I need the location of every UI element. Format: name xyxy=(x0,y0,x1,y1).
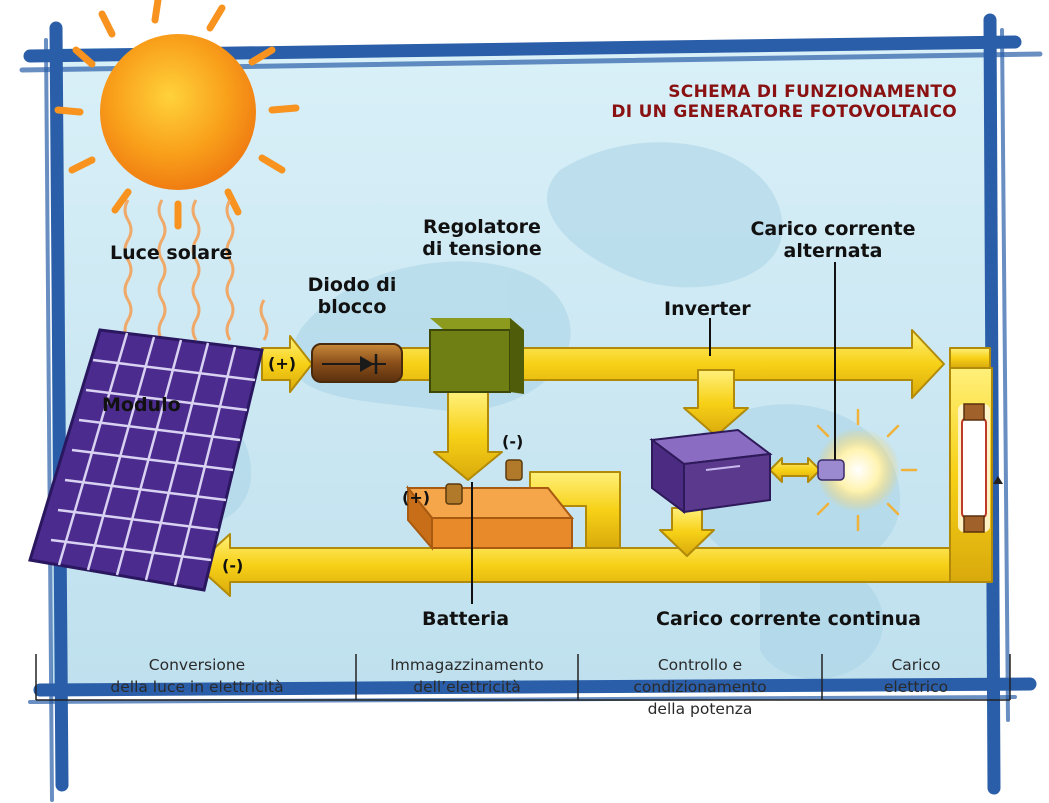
label-carico-corrente-continua: Carico corrente continua xyxy=(656,608,921,630)
phase-line: Carico xyxy=(891,656,941,674)
battery xyxy=(405,459,575,551)
label-diodo-line-2: blocco xyxy=(317,296,387,318)
title-line-1: SCHEMA DI FUNZIONAMENTO xyxy=(668,82,957,102)
label-carico-corrente-alternata: Carico corrente alternata xyxy=(728,218,938,262)
title-line-2: DI UN GENERATORE FOTOVOLTAICO xyxy=(611,102,957,122)
diagram-title: SCHEMA DI FUNZIONAMENTO DI UN GENERATORE… xyxy=(611,82,957,122)
label-regolatore-di-tensione: Regolatore di tensione xyxy=(412,216,552,260)
phase-line: dell’elettricità xyxy=(413,678,521,696)
phase-bracket xyxy=(35,654,1011,701)
sign-module-plus: (+) xyxy=(268,354,297,373)
label-regolatore-line-1: Regolatore xyxy=(423,216,541,238)
label-inverter: Inverter xyxy=(664,298,751,320)
label-batteria: Batteria xyxy=(422,608,510,630)
phase-immagazzinamento: Immagazzinamento dell’elettricità xyxy=(358,654,576,698)
blocking-diode xyxy=(311,343,403,383)
phase-controllo: Controllo e condizionamento della potenz… xyxy=(580,654,820,720)
label-carico-ca-line-2: alternata xyxy=(783,240,883,262)
label-regolatore-line-2: di tensione xyxy=(422,238,542,260)
sunlight-rays xyxy=(123,199,269,341)
label-diodo-di-blocco: Diodo di blocco xyxy=(296,274,408,318)
voltage-regulator xyxy=(429,318,524,394)
inverter xyxy=(649,428,773,514)
ac-load-bulb-icon xyxy=(816,408,918,532)
phase-line: Immagazzinamento xyxy=(390,656,544,674)
leader-lines xyxy=(471,262,836,604)
phase-line: Conversione xyxy=(148,656,246,674)
phase-carico-elettrico: Carico elettrico xyxy=(824,654,1008,698)
label-diodo-line-1: Diodo di xyxy=(307,274,397,296)
phase-conversione: Conversione della luce in elettricità xyxy=(40,654,354,698)
sign-battery-plus: (+) xyxy=(402,488,431,507)
label-luce-solare: Luce solare xyxy=(110,242,233,264)
phase-line: elettrico xyxy=(883,678,949,696)
sign-return-minus: (-) xyxy=(222,556,244,575)
sun-icon xyxy=(54,0,300,230)
phase-line: Controllo e xyxy=(657,656,743,674)
label-modulo: Modulo xyxy=(102,394,181,416)
pv-module xyxy=(28,328,264,592)
sign-battery-minus: (-) xyxy=(502,432,524,451)
phase-line: della potenza xyxy=(647,700,753,718)
label-carico-ca-line-1: Carico corrente xyxy=(750,218,916,240)
phase-line: condizionamento xyxy=(633,678,767,696)
dc-load-tube-icon xyxy=(958,403,1003,533)
phase-line: della luce in elettricità xyxy=(110,678,284,696)
